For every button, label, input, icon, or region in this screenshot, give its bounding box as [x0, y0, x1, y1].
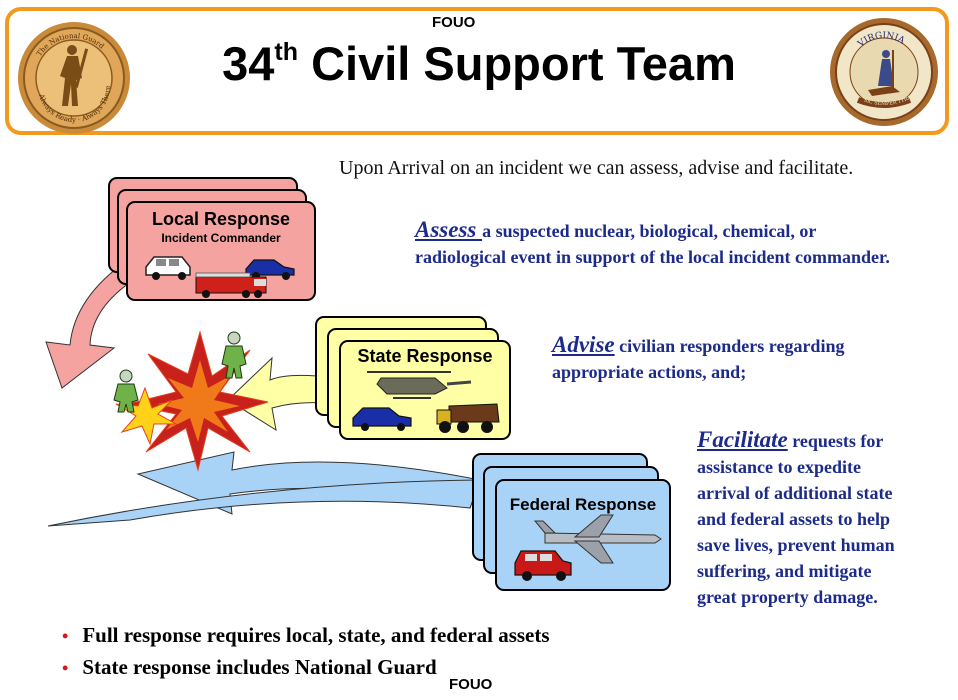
local-response-card-front: Local Response Incident Commander: [126, 201, 316, 301]
bullet-list: • Full response requires local, state, an…: [62, 620, 550, 684]
page-title: 34th Civil Support Team: [0, 36, 958, 91]
assess-keyword: Assess: [415, 217, 483, 242]
dump-truck-icon: [436, 403, 500, 433]
helicopter-icon: [367, 371, 472, 399]
cargo-plane-icon: [533, 514, 662, 564]
bullet-dot-icon: •: [62, 658, 69, 678]
title-number: 34: [222, 37, 275, 90]
header-banner: [5, 7, 949, 135]
virginia-seal-icon: VIRGINIA SIC SEMPER TYRANNIS: [828, 16, 938, 126]
fouo-bottom-label: FOUO: [449, 676, 493, 693]
local-response-arrow: [45, 251, 155, 389]
facilitate-keyword: Facilitate: [697, 427, 788, 452]
title-text: Civil Support Team: [298, 37, 736, 90]
assess-block: Assess a suspected nuclear, biological, …: [415, 217, 895, 270]
bullet-item: • State response includes National Guard: [62, 652, 550, 684]
police-sedan-icon: [352, 407, 412, 431]
facilitate-text: requests for assistance to expedite arri…: [697, 431, 895, 607]
fouo-top-label: FOUO: [432, 14, 476, 31]
local-vehicles-graphic: [145, 256, 295, 298]
advise-keyword: Advise: [552, 332, 615, 357]
national-guard-seal-icon: The National Guard Always Ready · Always…: [18, 22, 130, 134]
federal-vehicles-graphic: [514, 514, 662, 581]
advise-text: civilian responders regarding appropriat…: [552, 336, 845, 382]
responder-figure-icon: [221, 331, 247, 379]
state-vehicles-graphic: [352, 371, 500, 433]
federal-response-card-front: Federal Response: [495, 479, 671, 591]
suv-icon: [514, 550, 572, 581]
responder-figure-icon: [113, 369, 139, 413]
bullet-text: Full response requires local, state, and…: [82, 623, 550, 647]
explosion-icon: [115, 330, 269, 472]
facilitate-block: Facilitate requests for assistance to ex…: [697, 427, 902, 610]
state-response-title: State Response: [357, 346, 493, 366]
bullet-item: • Full response requires local, state, an…: [62, 620, 550, 652]
federal-response-title: Federal Response: [509, 495, 657, 514]
bullet-text: State response includes National Guard: [82, 655, 437, 679]
fire-truck-icon: [195, 272, 267, 298]
assess-text: a suspected nuclear, biological, chemica…: [415, 221, 890, 267]
local-response-title: Local Response: [151, 209, 291, 229]
bullet-dot-icon: •: [62, 626, 69, 646]
state-response-card-front: State Response: [339, 340, 511, 440]
intro-text: Upon Arrival on an incident we can asses…: [339, 157, 854, 179]
federal-response-arrow-tail: [47, 479, 481, 527]
local-response-subtitle: Incident Commander: [161, 231, 281, 245]
advise-block: Advise civilian responders regarding app…: [552, 332, 892, 385]
title-ordinal-suffix: th: [274, 38, 299, 66]
police-car-icon: [145, 256, 191, 280]
